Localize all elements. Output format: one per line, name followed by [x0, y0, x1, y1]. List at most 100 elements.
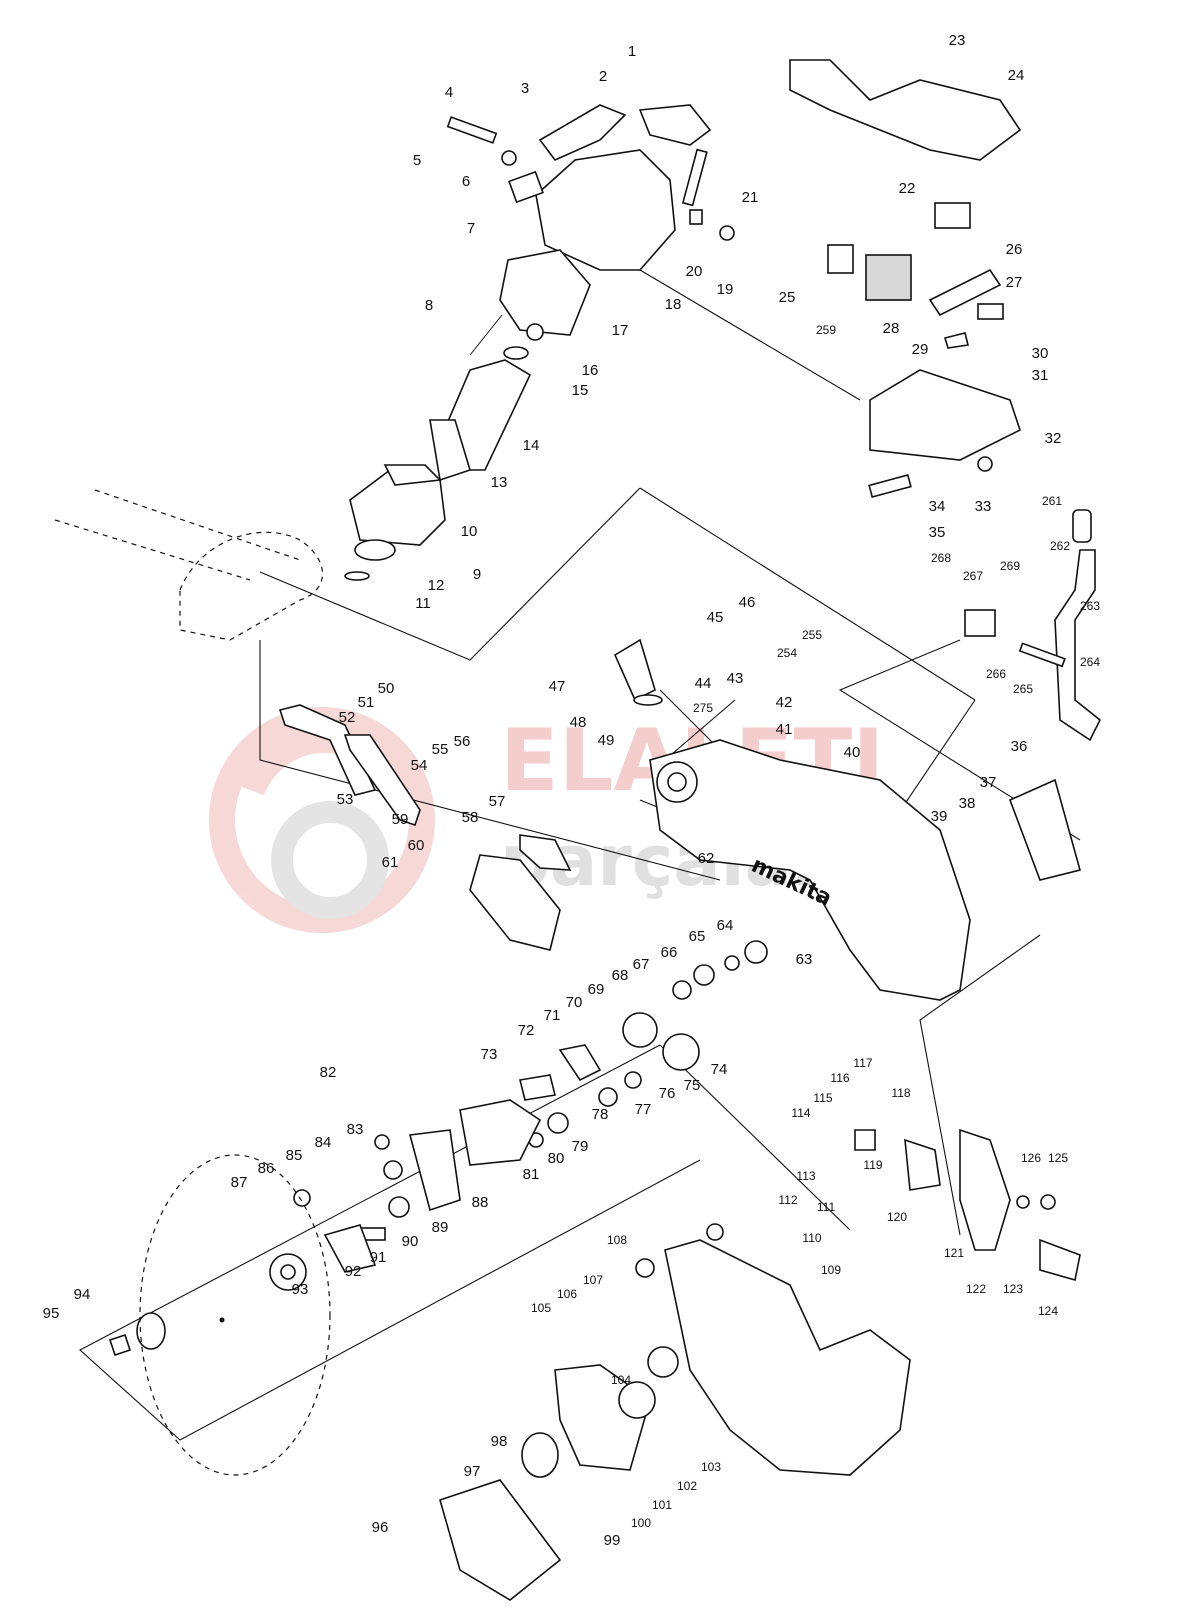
- callout-labels: 1234567891011121314151617181920212223242…: [43, 32, 1101, 1549]
- callout-17: 17: [612, 322, 629, 339]
- callout-123: 123: [1003, 1282, 1023, 1296]
- callout-72: 72: [518, 1022, 535, 1039]
- callout-78: 78: [592, 1106, 609, 1123]
- callout-51: 51: [358, 694, 375, 711]
- callout-98: 98: [491, 1433, 508, 1450]
- callout-71: 71: [544, 1007, 561, 1024]
- callout-115: 115: [813, 1091, 832, 1105]
- callout-255: 255: [802, 628, 822, 642]
- callout-266: 266: [986, 667, 1006, 681]
- blade-flange-group: [108, 1129, 461, 1476]
- callout-9: 9: [473, 566, 481, 583]
- callout-6: 6: [462, 173, 470, 190]
- callout-262: 262: [1050, 539, 1070, 553]
- callout-76: 76: [659, 1085, 676, 1102]
- callout-101: 101: [652, 1498, 672, 1512]
- callout-122: 122: [966, 1282, 986, 1296]
- callout-15: 15: [572, 382, 589, 399]
- callout-38: 38: [959, 795, 976, 812]
- callout-121: 121: [944, 1246, 964, 1260]
- callout-13: 13: [491, 474, 508, 491]
- callout-83: 83: [347, 1121, 364, 1138]
- callout-59: 59: [392, 811, 409, 828]
- callout-62: 62: [698, 850, 715, 867]
- callout-77: 77: [635, 1101, 652, 1118]
- callout-275: 275: [693, 701, 713, 715]
- callout-259: 259: [816, 323, 836, 337]
- callout-116: 116: [830, 1071, 849, 1085]
- callout-95: 95: [43, 1305, 60, 1322]
- callout-50: 50: [378, 680, 395, 697]
- callout-86: 86: [258, 1160, 275, 1177]
- callout-35: 35: [929, 524, 946, 541]
- callout-91: 91: [370, 1249, 387, 1266]
- callout-267: 267: [963, 569, 983, 583]
- callout-118: 118: [891, 1086, 910, 1100]
- callout-111: 111: [817, 1200, 836, 1214]
- callout-75: 75: [684, 1077, 701, 1094]
- callout-113: 113: [796, 1169, 815, 1183]
- callout-52: 52: [339, 709, 356, 726]
- callout-87: 87: [231, 1174, 248, 1191]
- callout-69: 69: [588, 981, 605, 998]
- callout-29: 29: [912, 341, 929, 358]
- callout-120: 120: [887, 1210, 907, 1224]
- callout-254: 254: [777, 646, 797, 660]
- callout-26: 26: [1006, 241, 1023, 258]
- callout-119: 119: [863, 1158, 882, 1172]
- callout-268: 268: [931, 551, 951, 565]
- callout-68: 68: [612, 967, 629, 984]
- callout-11: 11: [415, 595, 431, 612]
- callout-104: 104: [611, 1373, 631, 1387]
- callout-48: 48: [570, 714, 587, 731]
- callout-1: 1: [628, 43, 636, 60]
- callout-74: 74: [711, 1061, 728, 1078]
- callout-53: 53: [337, 791, 354, 808]
- callout-30: 30: [1032, 345, 1049, 362]
- callout-89: 89: [432, 1219, 449, 1236]
- callout-49: 49: [598, 732, 615, 749]
- callout-63: 63: [796, 951, 813, 968]
- callout-40: 40: [844, 744, 861, 761]
- callout-12: 12: [428, 577, 445, 594]
- callout-94: 94: [74, 1286, 91, 1303]
- callout-124: 124: [1038, 1304, 1058, 1318]
- callout-265: 265: [1013, 682, 1033, 696]
- callout-18: 18: [665, 296, 682, 313]
- callout-90: 90: [402, 1233, 419, 1250]
- callout-96: 96: [372, 1519, 389, 1536]
- callout-61: 61: [382, 854, 399, 871]
- callout-99: 99: [604, 1532, 621, 1549]
- callout-41: 41: [776, 721, 793, 738]
- callout-263: 263: [1080, 599, 1100, 613]
- callout-4: 4: [445, 84, 453, 101]
- callout-23: 23: [949, 32, 966, 49]
- callout-3: 3: [521, 80, 529, 97]
- callout-67: 67: [633, 956, 650, 973]
- callout-110: 110: [802, 1231, 821, 1245]
- callout-14: 14: [523, 437, 540, 454]
- callout-88: 88: [472, 1194, 489, 1211]
- callout-32: 32: [1045, 430, 1062, 447]
- callout-109: 109: [821, 1263, 841, 1277]
- motor-assembly: [344, 104, 735, 581]
- callout-93: 93: [292, 1281, 309, 1298]
- callout-97: 97: [464, 1463, 481, 1480]
- callout-39: 39: [931, 808, 948, 825]
- callout-21: 21: [742, 189, 759, 206]
- callout-8: 8: [425, 297, 433, 314]
- callout-66: 66: [661, 944, 678, 961]
- callout-16: 16: [582, 362, 599, 379]
- callout-7: 7: [467, 220, 475, 237]
- callout-10: 10: [461, 523, 478, 540]
- callout-33: 33: [975, 498, 992, 515]
- callout-269: 269: [1000, 559, 1020, 573]
- callout-105: 105: [531, 1301, 551, 1315]
- callout-55: 55: [432, 741, 449, 758]
- callout-54: 54: [411, 757, 428, 774]
- link-arm-group: [54, 489, 572, 951]
- callout-112: 112: [778, 1193, 797, 1207]
- callout-36: 36: [1011, 738, 1028, 755]
- callout-45: 45: [707, 609, 724, 626]
